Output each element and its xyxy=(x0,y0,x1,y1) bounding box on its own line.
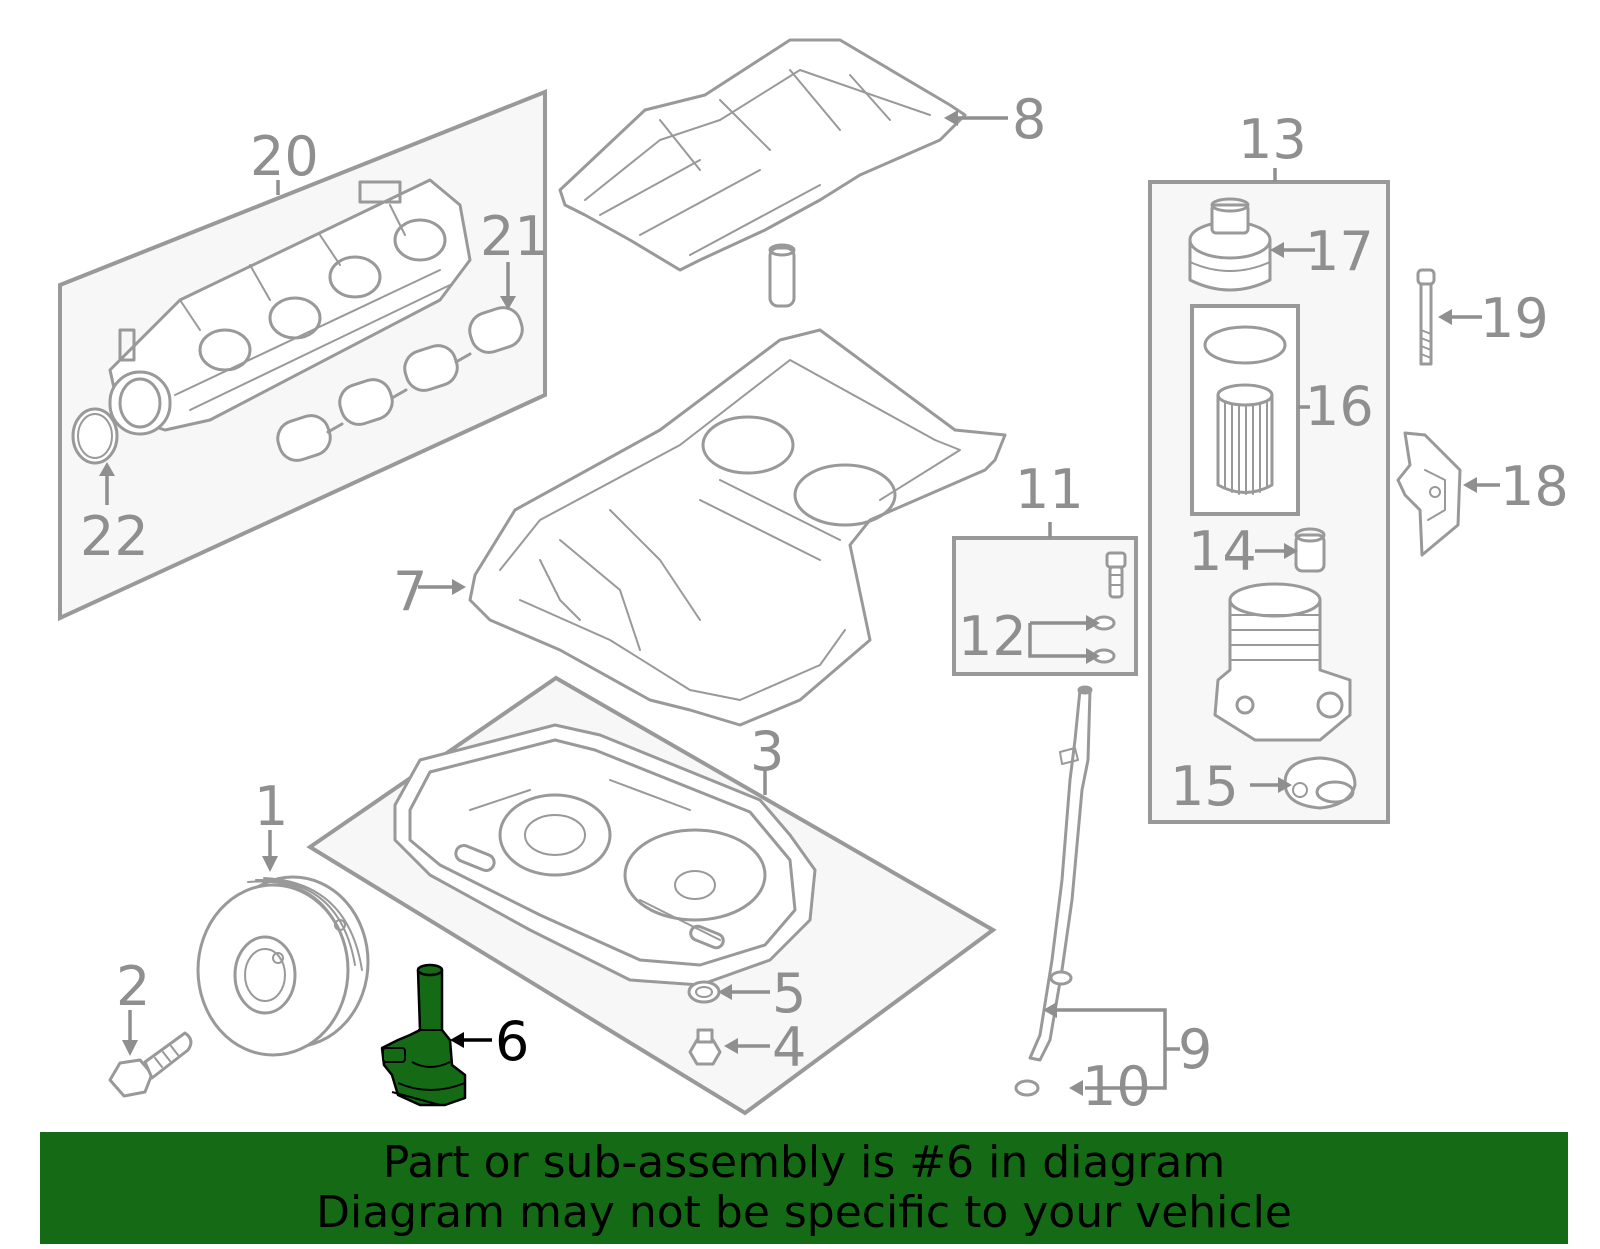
label-8: 8 xyxy=(1012,88,1046,151)
filter-housing-body-part xyxy=(1213,582,1352,742)
filter-cap-17-part xyxy=(1188,197,1272,292)
bracket-part-18 xyxy=(1396,431,1500,557)
bolt-part-19 xyxy=(1416,268,1482,366)
filter-seal-ring-part xyxy=(1203,325,1287,365)
label-4: 4 xyxy=(772,1016,806,1079)
label-16: 16 xyxy=(1305,375,1374,438)
lower-oil-pan-part-3 xyxy=(393,723,817,987)
label-13: 13 xyxy=(1238,108,1307,171)
check-valve-14-part xyxy=(1294,527,1326,573)
sensor-11-part xyxy=(1105,551,1127,599)
group-11-panel xyxy=(952,522,1138,676)
label-10: 10 xyxy=(1082,1055,1151,1118)
oil-filter-housing-panel xyxy=(1148,168,1390,824)
label-9: 9 xyxy=(1178,1018,1212,1081)
dipstick-tube-part-9 xyxy=(1014,685,1180,1097)
label-5: 5 xyxy=(772,962,806,1025)
bedplate-part-8 xyxy=(558,38,1008,308)
label-21: 21 xyxy=(480,205,549,268)
gasket-15-part xyxy=(1283,756,1357,810)
o-ring-10-part xyxy=(1014,1079,1040,1097)
oil-level-sensor-part-6 xyxy=(380,963,492,1107)
label-6: 6 xyxy=(495,1010,529,1073)
lower-oil-pan-panel xyxy=(306,675,997,1116)
label-2: 2 xyxy=(116,955,150,1018)
label-18: 18 xyxy=(1500,455,1569,518)
intake-manifold-panel xyxy=(58,89,547,622)
info-banner: Part or sub-assembly is #6 in diagram Di… xyxy=(40,1132,1568,1244)
o-ring-22-part xyxy=(71,407,119,465)
bolt-part-2 xyxy=(108,1010,193,1098)
oil-pan-part-7 xyxy=(418,328,1007,727)
sealing-ring-5-part xyxy=(687,980,721,1004)
label-1: 1 xyxy=(254,775,288,838)
callout-labels: 1 2 3 4 5 6 7 8 9 10 11 12 13 14 15 16 1… xyxy=(80,88,1569,1118)
label-3: 3 xyxy=(750,720,784,783)
label-15: 15 xyxy=(1170,755,1239,818)
label-20: 20 xyxy=(250,125,319,188)
manifold-gasket-part xyxy=(276,306,524,462)
label-11: 11 xyxy=(1015,458,1084,521)
label-17: 17 xyxy=(1305,220,1374,283)
filter-element-part xyxy=(1216,383,1274,495)
drain-plug-4-part xyxy=(688,1028,722,1066)
label-14: 14 xyxy=(1188,520,1257,583)
label-19: 19 xyxy=(1480,287,1549,350)
banner-line-2: Diagram may not be specific to your vehi… xyxy=(316,1187,1292,1238)
intake-manifold-part xyxy=(108,178,472,436)
label-7: 7 xyxy=(393,560,427,623)
label-22: 22 xyxy=(80,505,149,568)
crankshaft-pulley-part-1 xyxy=(196,830,370,1057)
label-12: 12 xyxy=(958,605,1027,668)
banner-line-1: Part or sub-assembly is #6 in diagram xyxy=(382,1137,1226,1188)
